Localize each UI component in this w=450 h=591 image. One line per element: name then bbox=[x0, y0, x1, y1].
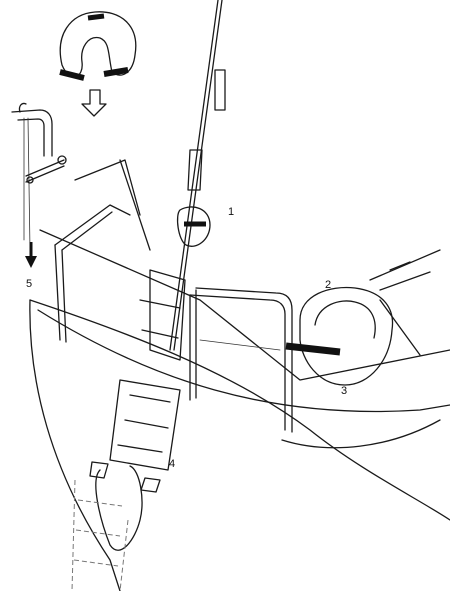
hull-outline bbox=[29, 299, 121, 591]
callout-3: 3 bbox=[341, 385, 348, 397]
stanchion-rail bbox=[189, 294, 286, 431]
stay-wire bbox=[169, 0, 219, 351]
callout-1: 1 bbox=[228, 206, 235, 218]
horseshoe-buoy-icon bbox=[59, 11, 137, 81]
callout-5: 5 bbox=[26, 278, 33, 290]
rail-top-left bbox=[11, 109, 53, 157]
down-arrow-icon bbox=[25, 256, 37, 268]
callout-4: 4 bbox=[169, 458, 176, 470]
pulpit-rail bbox=[54, 204, 131, 246]
boarding-ladder bbox=[149, 269, 186, 361]
callout-2: 2 bbox=[325, 279, 332, 291]
horseshoe-buoy-stern bbox=[285, 249, 441, 386]
down-arrow-icon bbox=[81, 89, 107, 117]
